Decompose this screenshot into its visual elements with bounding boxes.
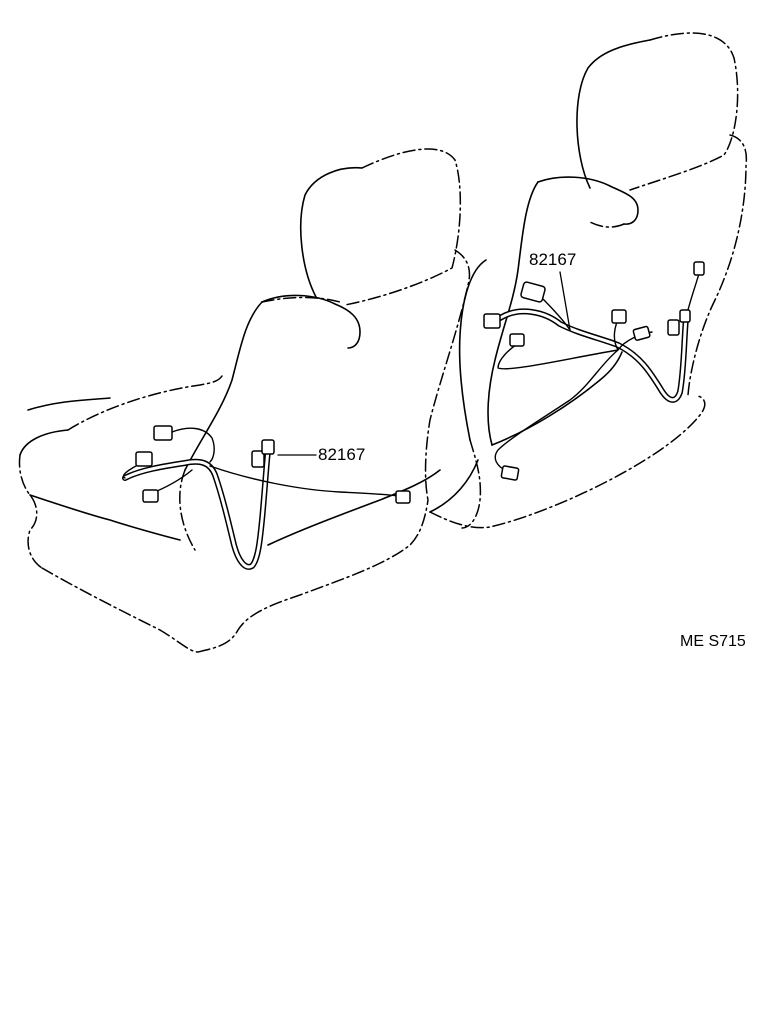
connector: [142, 489, 159, 503]
front-harness-trunk: [122, 447, 271, 570]
front-part-number: 82167: [318, 445, 365, 464]
rear-leader-line: [559, 271, 571, 331]
connector: [251, 450, 265, 468]
rear-cushion-lower: [429, 395, 706, 529]
front-headrest: [299, 166, 363, 298]
connector: [632, 325, 651, 341]
front-seatback-side: [184, 301, 263, 471]
rear-callout: 82167: [529, 250, 576, 331]
front-seatback-top: [261, 249, 471, 501]
rear-cushion-front: [429, 459, 479, 513]
front-seatback-lower: [267, 469, 441, 546]
front-cushion-front: [29, 494, 181, 541]
rear-seatback-top: [589, 134, 748, 396]
rear-harness-branches: [494, 269, 701, 473]
front-headrest-outline: [344, 148, 462, 306]
connector: [261, 439, 275, 455]
connector: [153, 425, 173, 441]
front-harness-branches: [122, 427, 399, 497]
front-cushion-outline: [18, 375, 223, 569]
rear-seatback: [537, 176, 639, 225]
connector: [611, 309, 627, 324]
front-seatback-inner: [179, 469, 196, 551]
figure-code: ME S715: [680, 633, 746, 650]
connector: [520, 281, 546, 303]
front-cushion-base: [41, 499, 429, 653]
front-connectors: [135, 425, 411, 504]
rear-part-number: 82167: [529, 250, 576, 269]
rear-cushion-side: [458, 259, 487, 441]
rear-harness: [494, 269, 701, 473]
connector: [509, 333, 525, 347]
connector: [500, 465, 520, 481]
front-callout: 82167: [277, 445, 365, 464]
front-cushion-edge: [27, 397, 111, 411]
front-seatback: [261, 294, 361, 349]
connector: [395, 490, 411, 504]
front-cushion-top: [19, 429, 69, 456]
connector: [679, 309, 691, 323]
front-seat: [18, 148, 471, 653]
rear-headrest-outline: [629, 32, 739, 191]
rear-seat: [429, 32, 748, 529]
rear-headrest: [576, 39, 651, 189]
front-harness: [122, 427, 399, 570]
connector: [693, 261, 705, 276]
rear-connectors: [483, 261, 705, 481]
connector: [667, 319, 680, 336]
connector: [483, 313, 501, 329]
connector: [135, 451, 153, 467]
